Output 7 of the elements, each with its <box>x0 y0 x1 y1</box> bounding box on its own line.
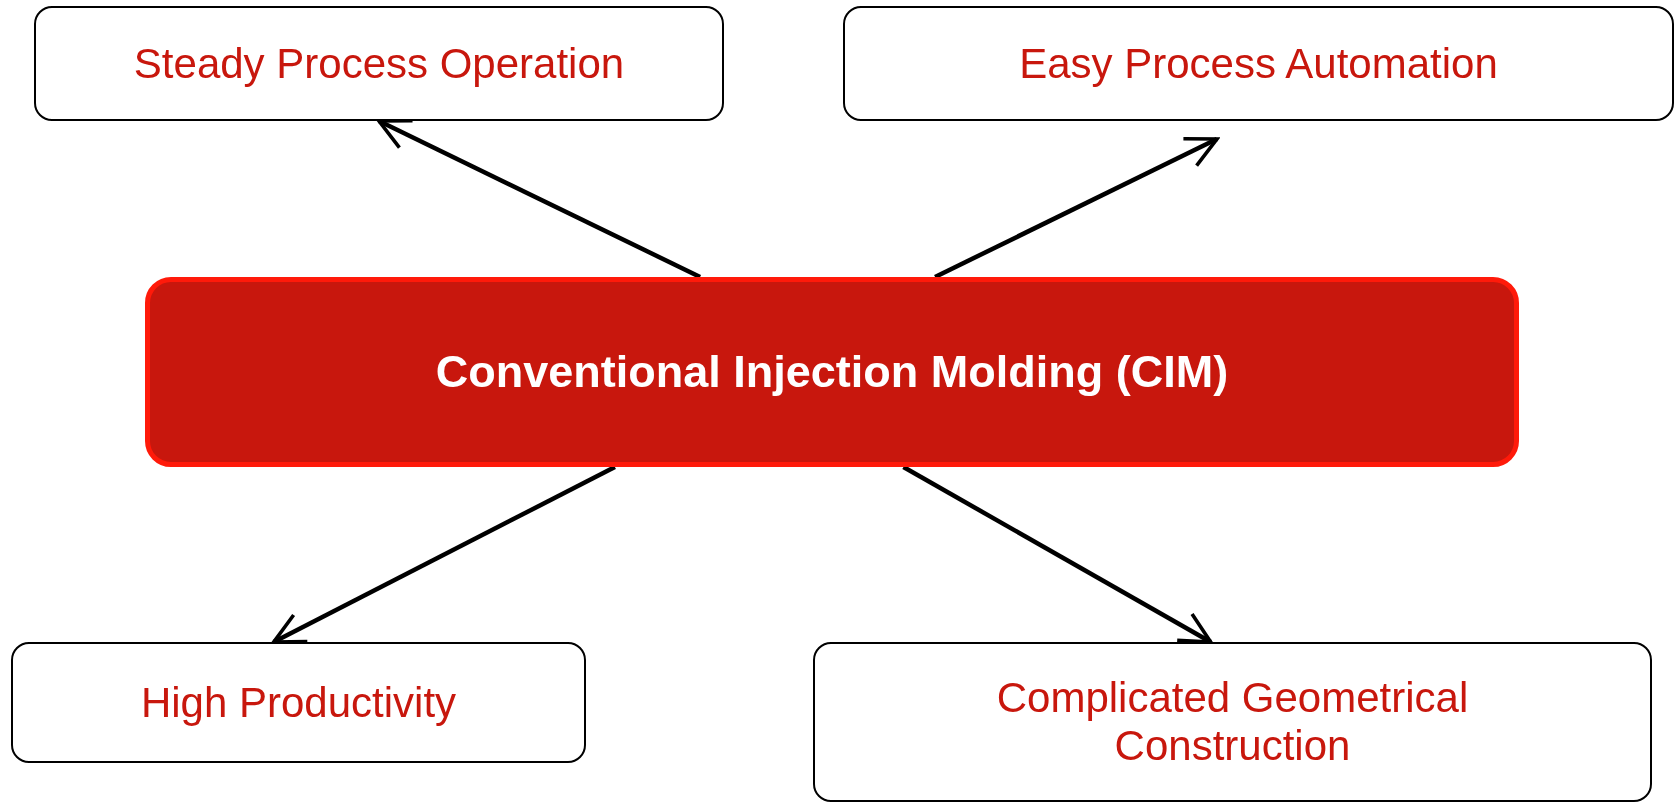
feature-box: Steady Process Operation <box>34 6 724 121</box>
feature-box: Easy Process Automation <box>843 6 1674 121</box>
feature-box: High Productivity <box>11 642 586 763</box>
feature-box: Complicated Geometrical Construction <box>813 642 1652 802</box>
arrow <box>902 465 1213 644</box>
main-concept-box: Conventional Injection Molding (CIM) <box>145 277 1519 467</box>
arrow <box>271 465 616 644</box>
